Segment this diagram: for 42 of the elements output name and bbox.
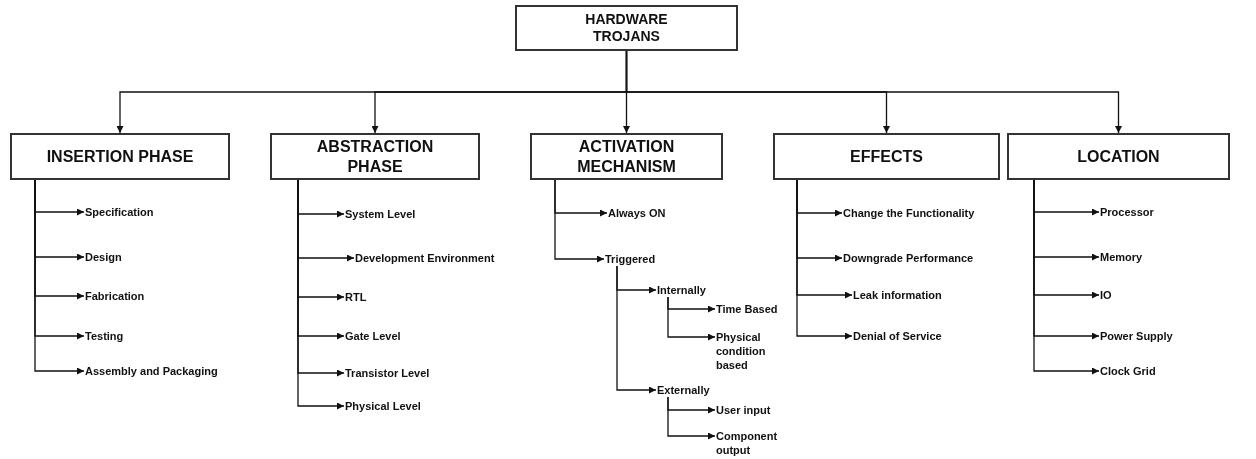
arrow xyxy=(616,265,657,394)
arrow xyxy=(1033,179,1100,375)
item-label: User input xyxy=(716,403,771,417)
item-label: Triggered xyxy=(605,252,656,266)
item-label: Always ON xyxy=(608,206,666,220)
item-label: System Level xyxy=(345,207,416,221)
arrow xyxy=(554,179,605,263)
item-label: Physical Level xyxy=(345,399,421,413)
item-label: Time Based xyxy=(716,302,778,316)
item-label: Physical condition based xyxy=(716,330,788,372)
item-label: Clock Grid xyxy=(1100,364,1156,378)
item-label: RTL xyxy=(345,290,367,304)
root-box: HARDWARE TROJANS xyxy=(515,5,738,51)
item-label: Design xyxy=(85,250,122,264)
category-box: ABSTRACTION PHASE xyxy=(270,133,480,180)
item-label: Downgrade Performance xyxy=(843,251,974,265)
item-label: Leak information xyxy=(853,288,942,302)
arrow xyxy=(796,179,853,340)
item-label: Memory xyxy=(1100,250,1143,264)
arrow xyxy=(34,179,85,375)
item-label: Fabrication xyxy=(85,289,145,303)
arrow xyxy=(625,50,1122,134)
category-box: INSERTION PHASE xyxy=(10,133,230,180)
arrow xyxy=(667,396,716,440)
item-label: Specification xyxy=(85,205,154,219)
category-box: ACTIVATION MECHANISM xyxy=(530,133,723,180)
category-box: EFFECTS xyxy=(773,133,1000,180)
item-label: Externally xyxy=(657,383,710,397)
item-label: Processor xyxy=(1100,205,1154,219)
item-label: Power Supply xyxy=(1100,329,1173,343)
arrow xyxy=(667,296,716,341)
item-label: Gate Level xyxy=(345,329,401,343)
item-label: IO xyxy=(1100,288,1112,302)
item-label: Internally xyxy=(657,283,706,297)
item-label: Transistor Level xyxy=(345,366,430,380)
item-label: Assembly and Packaging xyxy=(85,364,218,378)
item-label: Development Environment xyxy=(355,251,495,265)
item-label: Testing xyxy=(85,329,124,343)
item-label: Component output xyxy=(716,429,796,457)
item-label: Denial of Service xyxy=(853,329,942,343)
item-label: Change the Functionality xyxy=(843,206,975,220)
category-box: LOCATION xyxy=(1007,133,1230,180)
